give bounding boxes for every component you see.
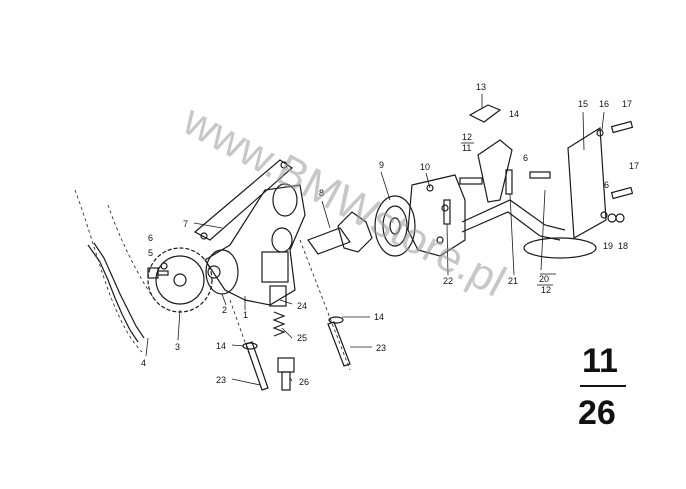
callout: 6	[148, 233, 153, 243]
callout: 25	[297, 333, 307, 343]
bracket	[193, 159, 293, 241]
callout: 4	[141, 358, 146, 368]
pickup-tube	[461, 139, 597, 259]
bolt-17	[610, 120, 634, 200]
washer-14	[242, 342, 258, 350]
callout: 23	[216, 375, 226, 385]
bolt-22	[443, 199, 451, 225]
callout: 14	[216, 341, 226, 351]
relief-valve	[269, 285, 295, 391]
leader-lines	[145, 94, 605, 386]
callout: 17	[629, 161, 639, 171]
callout: 12	[462, 132, 472, 142]
callout: 7	[183, 219, 188, 229]
nut-18	[615, 213, 625, 223]
callout: 6	[604, 180, 609, 190]
callout: 15	[578, 99, 588, 109]
timing-chain	[74, 189, 156, 353]
callout: 5	[148, 248, 153, 258]
callout: 3	[175, 342, 180, 352]
watermark: www.BMWstore.pl	[174, 95, 513, 306]
rotor	[374, 195, 416, 257]
callout: 26	[299, 377, 309, 387]
callout: 1	[243, 310, 248, 320]
group-top: 11	[582, 342, 618, 380]
callout: 23	[376, 343, 386, 353]
bolt-5	[147, 262, 169, 279]
group-number: 11 26	[578, 342, 626, 432]
gasket	[468, 104, 502, 123]
drive-shaft	[307, 211, 373, 255]
group-bottom: 26	[578, 394, 616, 432]
bolt-11	[459, 177, 483, 185]
bolt-20	[529, 171, 551, 179]
callout: 6	[523, 153, 528, 163]
callout: 18	[618, 241, 628, 251]
cover-plate	[567, 126, 608, 239]
washer-19	[607, 213, 617, 223]
callout: 11	[462, 143, 471, 153]
pump-housing	[407, 174, 466, 257]
callout: 21	[508, 276, 518, 286]
bolt-21	[505, 169, 513, 195]
callout: 8	[319, 188, 324, 198]
washer-14b	[328, 316, 344, 324]
callout: 17	[622, 99, 632, 109]
sprocket	[147, 247, 213, 313]
callout: 16	[599, 99, 609, 109]
callout: 10	[420, 162, 430, 172]
pump-body	[204, 183, 306, 306]
callout: 9	[379, 160, 384, 170]
callout: 19	[603, 241, 613, 251]
callout-labels: 7 8 9 10 12 11 13 14 15 16 17 17 6 6 19 …	[141, 82, 639, 387]
callout: 13	[476, 82, 486, 92]
callout: 22	[443, 276, 453, 286]
callout: 14	[509, 109, 519, 119]
callout: 14	[374, 312, 384, 322]
callout: 12	[541, 285, 551, 295]
callout: 24	[297, 301, 307, 311]
callout: 20	[539, 274, 549, 284]
callout: 2	[222, 305, 227, 315]
